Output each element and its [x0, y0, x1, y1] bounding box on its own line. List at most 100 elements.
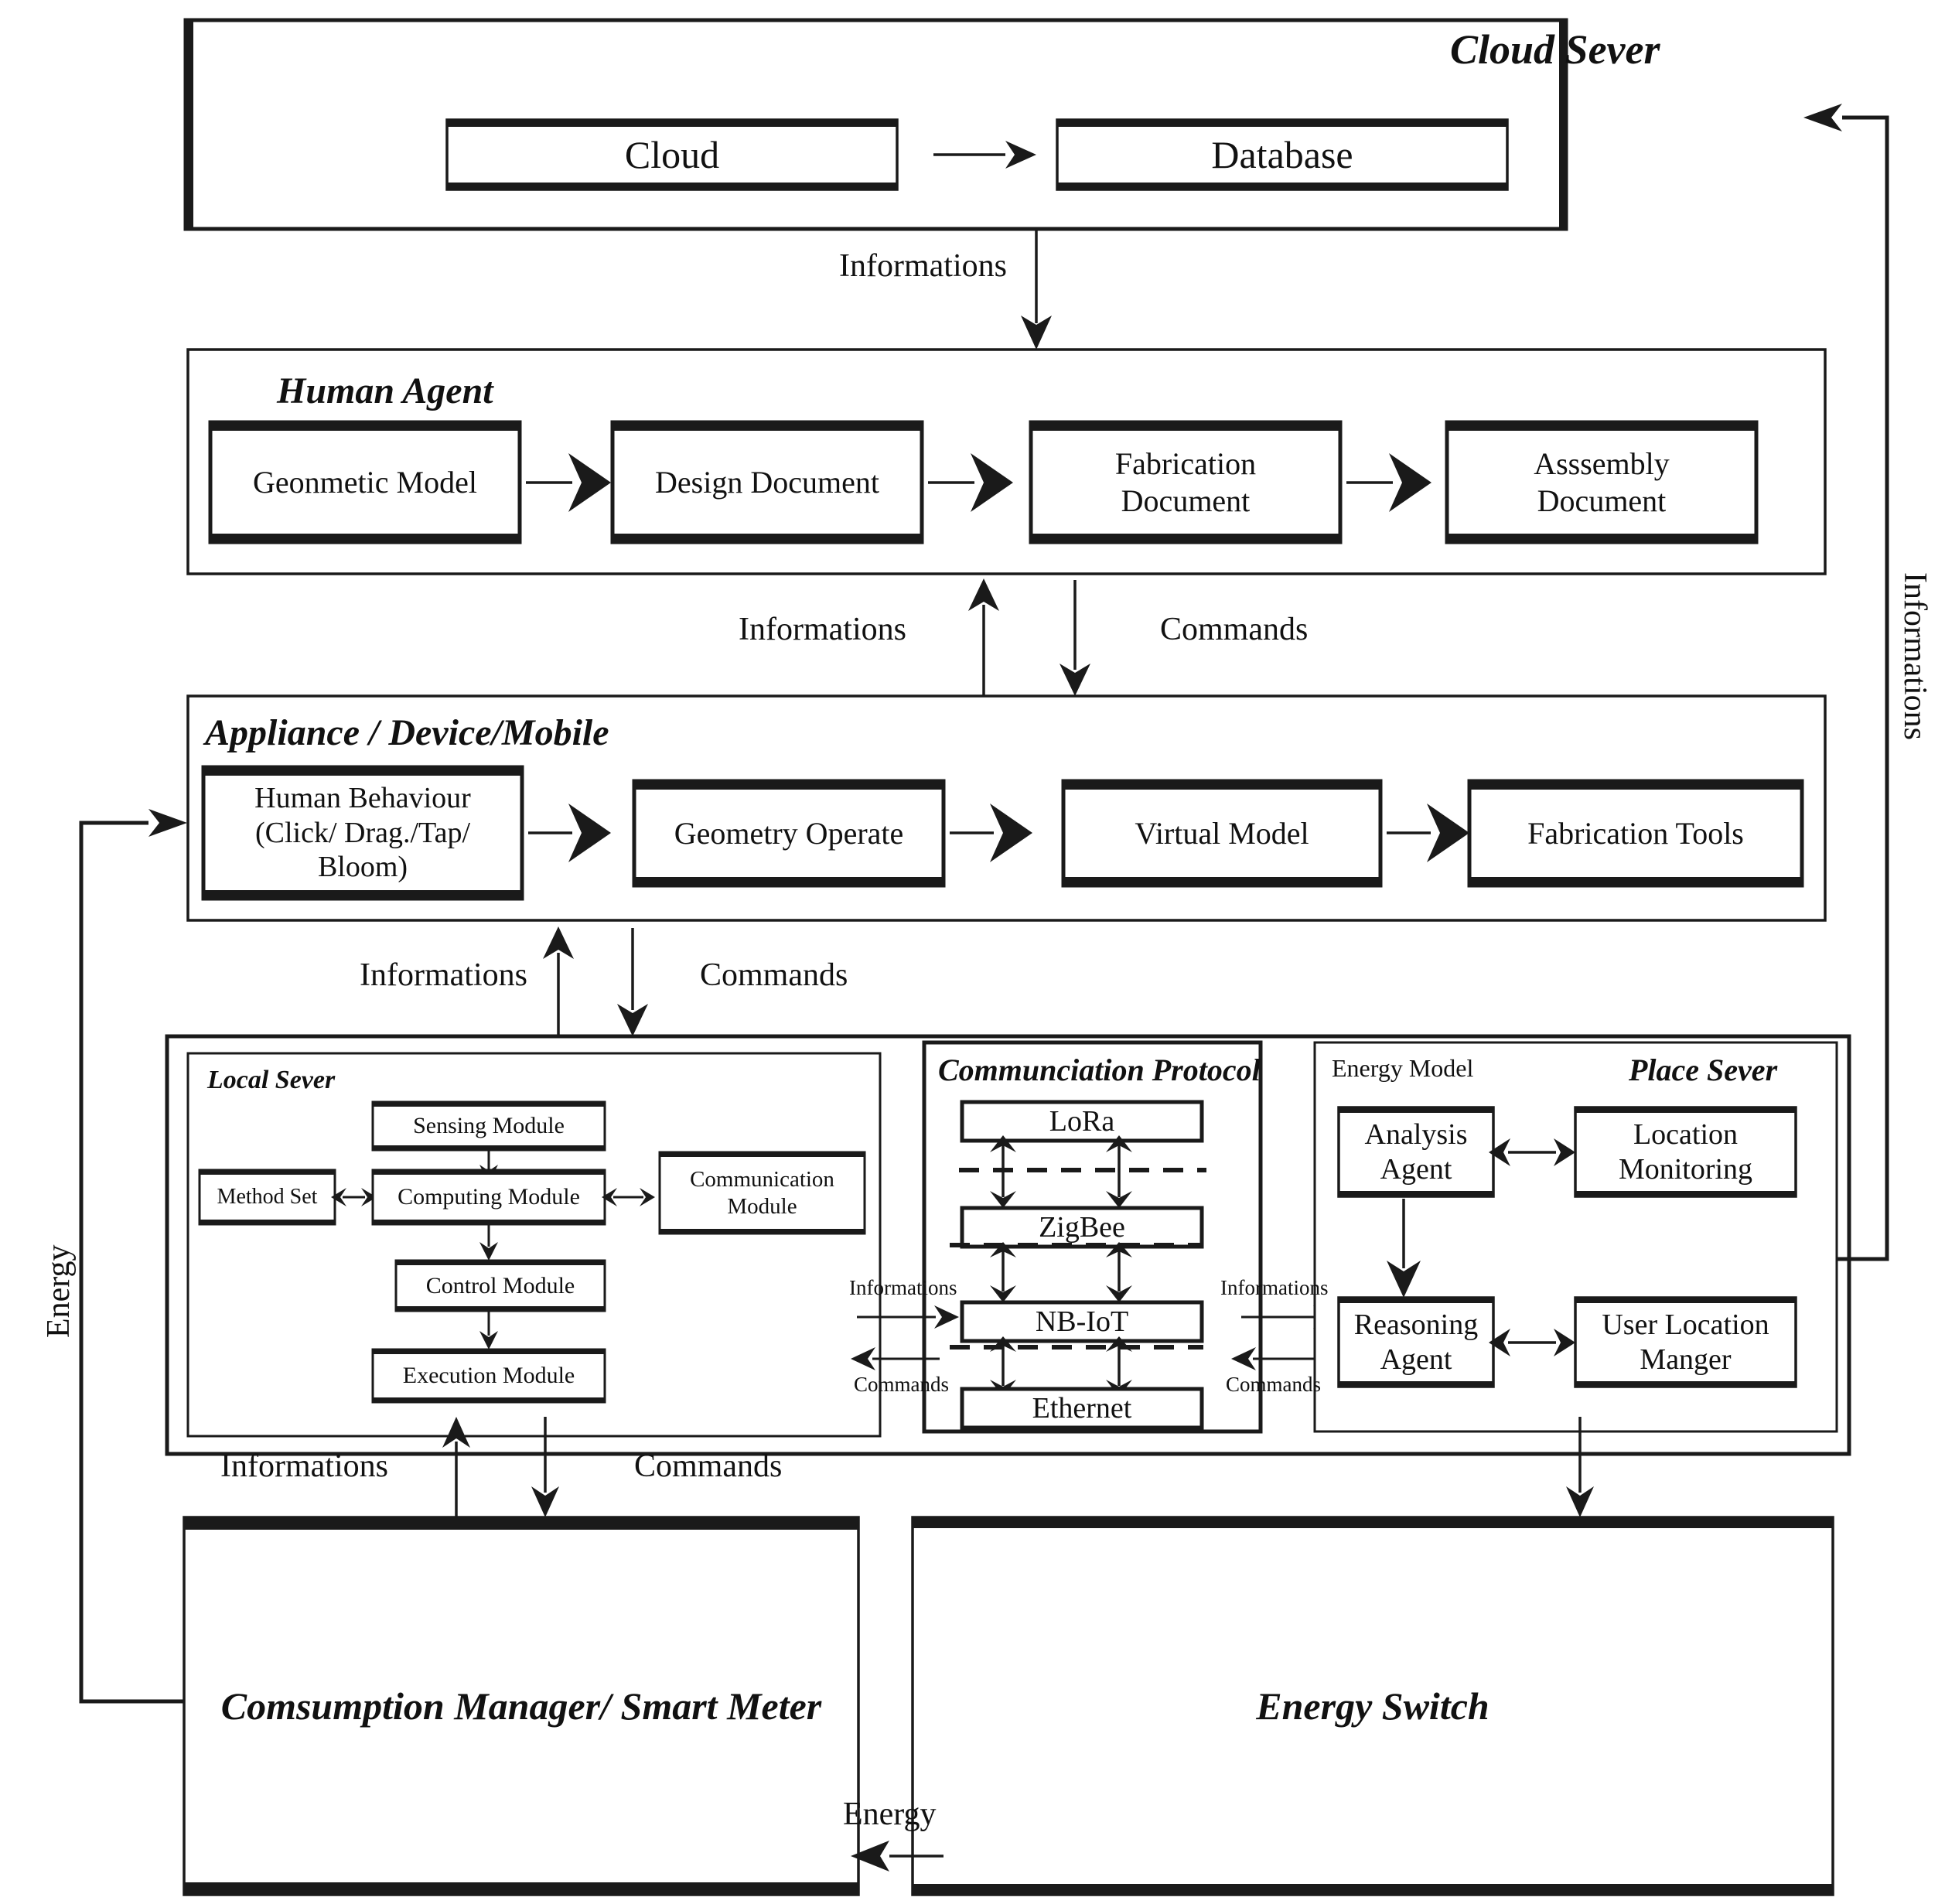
- virtual-model-label: Virtual Model: [1135, 815, 1309, 851]
- zigbee-box: [960, 1206, 1204, 1249]
- arrow-control-to-execution: [479, 1311, 498, 1350]
- flow-label-bottom-down: Commands: [634, 1448, 783, 1484]
- reasoning-agent-label: Reasoning Agent: [1353, 1308, 1479, 1376]
- control-module-box: [394, 1259, 606, 1312]
- geometry-operate-box: [632, 779, 946, 888]
- arrow-lora-zigbee-left: [990, 1135, 1016, 1208]
- arrow-appliance-to-server-commands: [617, 928, 648, 1036]
- design-document-label: Design Document: [655, 464, 879, 500]
- arrow-design-to-fabrication: [928, 453, 1013, 512]
- virtual-model-box: [1061, 779, 1383, 888]
- arrow-method-computing-bidir: [331, 1188, 377, 1206]
- design-document-box: [610, 420, 924, 544]
- arrow-reasoning-userlocation-bidir: [1489, 1329, 1575, 1356]
- place-server-panel: [1313, 1041, 1838, 1433]
- arrow-energy-switch-to-consumption: [851, 1841, 943, 1872]
- assembly-document-label: Asssembly Document: [1534, 446, 1670, 518]
- arrow-server-to-consumption-commands: [531, 1417, 559, 1517]
- consumption-manager-box: [183, 1516, 860, 1896]
- energy-switch-title: Energy Switch: [1256, 1684, 1489, 1728]
- flow-label-energy-bottom: Energy: [843, 1797, 937, 1832]
- analysis-agent-label: Analysis Agent: [1364, 1117, 1468, 1186]
- flow-label-cloud-to-human: Informations: [839, 248, 1007, 284]
- informations-feedback-path: [1803, 104, 1889, 1261]
- appliance-title: Appliance / Device/Mobile: [205, 712, 609, 753]
- communication-protocol-panel: [922, 1040, 1263, 1434]
- database-box: [1056, 118, 1509, 191]
- database-box-label: Database: [1211, 132, 1353, 176]
- method-set-label: Method Set: [217, 1185, 318, 1210]
- flow-label-proto-right-in: Informations: [1220, 1276, 1329, 1299]
- place-server-title: Place Sever: [1629, 1053, 1778, 1087]
- flow-label-proto-right-out: Commands: [1226, 1373, 1322, 1396]
- human-behaviour-label: Human Behaviour (Click/ Drag./Tap/ Bloom…: [254, 781, 471, 884]
- arrow-server-to-appliance-informations: [543, 926, 574, 1036]
- local-server-title: Local Sever: [207, 1066, 336, 1094]
- fabrication-tools-label: Fabrication Tools: [1527, 815, 1744, 851]
- user-location-manger-label: User Location Manger: [1602, 1308, 1769, 1376]
- arrow-behaviour-to-geometry: [528, 804, 611, 862]
- arrow-place-to-energy-switch: [1566, 1417, 1594, 1517]
- communication-protocol-title: Communciation Protocol: [938, 1053, 1261, 1087]
- flow-label-human-down: Commands: [1160, 612, 1309, 647]
- arrow-geonmetic-to-design: [526, 453, 611, 512]
- control-module-label: Control Module: [425, 1272, 575, 1298]
- cloud-server-section: [183, 18, 1568, 231]
- method-set-box: [198, 1169, 336, 1226]
- flow-label-informations-right: Informations: [1897, 572, 1933, 740]
- flow-label-appliance-down: Commands: [700, 957, 848, 993]
- local-server-panel: [186, 1052, 882, 1438]
- flow-label-energy-left: Energy: [41, 1244, 77, 1338]
- reasoning-agent-box: [1337, 1296, 1495, 1388]
- human-agent-title: Human Agent: [277, 370, 493, 411]
- communication-module-label: Communication Module: [690, 1167, 834, 1219]
- arrow-analysis-to-reasoning: [1387, 1199, 1421, 1298]
- geometry-operate-label: Geometry Operate: [674, 815, 904, 851]
- arrow-zigbee-nbiot-left: [990, 1242, 1016, 1302]
- cloud-server-title: Cloud Sever: [1450, 26, 1660, 73]
- execution-module-label: Execution Module: [402, 1363, 575, 1389]
- arrow-cloud-to-human: [1021, 229, 1052, 350]
- flow-label-proto-left-out: Commands: [854, 1373, 950, 1396]
- ethernet-label: Ethernet: [1032, 1391, 1132, 1425]
- energy-feedback-path: [79, 809, 187, 1704]
- fabrication-document-label: Fabrication Document: [1114, 446, 1257, 518]
- geonmetic-model-box: [208, 420, 522, 544]
- flow-label-bottom-up: Informations: [220, 1448, 388, 1484]
- arrow-geometry-to-virtual: [950, 804, 1032, 862]
- location-monitoring-box: [1574, 1106, 1797, 1198]
- nbiot-box: [960, 1300, 1204, 1343]
- energy-model-label: Energy Model: [1332, 1054, 1474, 1082]
- arrow-zigbee-nbiot-right: [1106, 1242, 1132, 1302]
- lora-box: [960, 1100, 1204, 1143]
- appliance-section: [186, 694, 1827, 922]
- human-behaviour-box: [201, 765, 524, 901]
- ethernet-box: [960, 1387, 1204, 1430]
- geonmetic-model-label: Geonmetic Model: [253, 464, 477, 500]
- assembly-document-box: [1445, 420, 1759, 544]
- computing-module-box: [371, 1169, 606, 1226]
- cloud-box: [445, 118, 899, 191]
- arrow-computing-to-control: [479, 1224, 498, 1261]
- arrow-analysis-location-bidir: [1489, 1138, 1575, 1166]
- consumption-manager-title: Comsumption Manager/ Smart Meter: [220, 1684, 822, 1728]
- flow-label-appliance-up: Informations: [360, 957, 527, 993]
- cloud-box-label: Cloud: [624, 132, 720, 176]
- fabrication-tools-box: [1467, 779, 1804, 888]
- execution-module-box: [371, 1348, 606, 1404]
- location-monitoring-label: Location Monitoring: [1618, 1117, 1753, 1186]
- human-agent-section: [186, 348, 1827, 575]
- fabrication-document-box: [1029, 420, 1343, 544]
- lora-label: LoRa: [1049, 1104, 1115, 1138]
- arrow-lora-zigbee-right: [1106, 1135, 1132, 1208]
- arrow-cloud-to-database: [933, 141, 1036, 169]
- arrow-consumption-to-server-informations: [442, 1417, 470, 1517]
- zigbee-label: ZigBee: [1039, 1210, 1125, 1244]
- arrow-appliance-to-human-informations: [968, 578, 999, 696]
- arrow-computing-communication-bidir: [602, 1188, 655, 1206]
- sensing-module-label: Sensing Module: [413, 1113, 565, 1139]
- nbiot-label: NB-IoT: [1035, 1305, 1129, 1338]
- computing-module-label: Computing Module: [398, 1184, 580, 1210]
